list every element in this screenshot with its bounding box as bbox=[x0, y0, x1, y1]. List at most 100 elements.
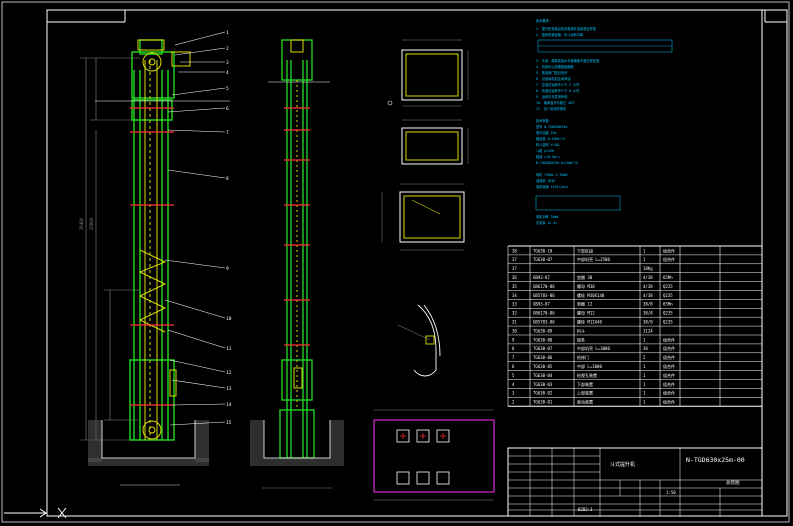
svg-text:9. 运转中无异常声响: 9. 运转中无异常声响 bbox=[536, 94, 567, 99]
bom-cell-note: Q235 bbox=[663, 293, 673, 298]
bom-cell-qty: 4/38 bbox=[643, 293, 653, 298]
svg-text:减速机 ZQ50: 减速机 ZQ50 bbox=[536, 178, 555, 183]
bom-cell-note: Q235 bbox=[663, 320, 673, 325]
svg-text:电机转速 1470r/min: 电机转速 1470r/min bbox=[536, 184, 568, 189]
bom-cell-note: Q235 bbox=[663, 311, 673, 316]
svg-text:7: 7 bbox=[226, 130, 229, 136]
bom-cell-no: 35 bbox=[512, 284, 517, 289]
svg-text:技术参数：: 技术参数： bbox=[536, 118, 552, 123]
bom-cell-name: 螺栓 M30X140 bbox=[577, 292, 605, 298]
bom-cell-name: 链条 bbox=[577, 336, 585, 342]
bom-cell-qty: 1 bbox=[643, 391, 646, 396]
svg-text:8: 8 bbox=[226, 176, 229, 182]
sheet-label: 总装图 bbox=[726, 479, 740, 486]
bom-cell-note: Q235 bbox=[663, 284, 673, 289]
bom-cell-note: 组合件 bbox=[663, 345, 675, 351]
bom-cell-code: TG630-02 bbox=[533, 391, 553, 396]
bom-cell-code: GB6170-86 bbox=[533, 311, 555, 316]
bom-cell-name: 中部机壳 L=2500 bbox=[577, 256, 610, 262]
bom-cell-no: 3 bbox=[512, 391, 515, 396]
svg-text:9: 9 bbox=[226, 266, 229, 272]
bom-cell-no: 5 bbox=[512, 373, 515, 378]
svg-text:8. 负载试运转不少于 8 小时: 8. 负载试运转不少于 8 小时 bbox=[536, 88, 580, 93]
title-block: 斗式提升机 N-TGD630x25m-00 总装图 1:50 B2B2:3 bbox=[507, 447, 763, 517]
bom-cell-no: 9 bbox=[512, 337, 515, 342]
bom-cell-name: 螺母 M30 bbox=[577, 283, 595, 289]
bom-cell-note: 组合件 bbox=[663, 390, 675, 396]
svg-text:14: 14 bbox=[226, 402, 232, 408]
bom-cell-qty: 1 bbox=[643, 248, 646, 253]
bom-cell-qty: 1 bbox=[643, 382, 646, 387]
svg-text:1. 提升机安装后检查各部件连接是否牢固: 1. 提升机安装后检查各部件连接是否牢固 bbox=[536, 26, 596, 31]
side-elevation-view bbox=[250, 39, 344, 489]
svg-text:提升高度 25m: 提升高度 25m bbox=[536, 130, 557, 135]
bom-cell-name: 驱动装置 bbox=[577, 399, 593, 405]
bom-cell-note: 组合件 bbox=[663, 247, 675, 253]
bom-cell-note: 65Mn bbox=[663, 302, 673, 307]
section-detail-3 bbox=[381, 183, 465, 251]
svg-text:4: 4 bbox=[226, 70, 229, 76]
bom-cell-qty: 38/8 bbox=[643, 311, 653, 316]
bom-cell-qty: 4/38 bbox=[643, 275, 653, 280]
bom-cell-name: 垫圈 12 bbox=[577, 301, 593, 307]
bom-cell-no: 38 bbox=[512, 248, 517, 253]
svg-text:26400: 26400 bbox=[79, 217, 84, 230]
svg-text:4. 机壳中心线垂直度偏差: 4. 机壳中心线垂直度偏差 bbox=[536, 64, 574, 69]
svg-text:2. 链条张紧适度，料斗运转平稳: 2. 链条张紧适度，料斗运转平稳 bbox=[536, 32, 584, 37]
bom-cell-code: TG630-08 bbox=[533, 337, 553, 342]
bom-cell-code: GB93-87 bbox=[533, 302, 550, 307]
bom-cell-no: 30 bbox=[512, 328, 517, 333]
bom-cell-name: 下部装置 bbox=[577, 381, 593, 387]
bom-cell-no: 34 bbox=[512, 293, 517, 298]
svg-text:链速 v=0.5m/s: 链速 v=0.5m/s bbox=[536, 154, 560, 159]
bom-cell-no: 36 bbox=[512, 275, 517, 280]
bom-cell-name: 上部装置 bbox=[577, 390, 593, 396]
bom-cell-note: 65Mn bbox=[663, 275, 673, 280]
svg-text:2: 2 bbox=[226, 46, 229, 52]
bom-cell-qty: 30 bbox=[643, 346, 648, 351]
bom-cell-no: 33 bbox=[512, 302, 517, 307]
bom-cell-qty: 1 bbox=[643, 337, 646, 342]
bom-cell-qty: 1 bbox=[643, 400, 646, 405]
svg-text:技术要求：: 技术要求： bbox=[536, 18, 552, 23]
bom-cell-name: 中部 L=1000 bbox=[577, 363, 602, 369]
technical-notes: 技术要求： 1. 提升机安装后检查各部件连接是否牢固 2. 链条张紧适度，料斗运… bbox=[535, 18, 673, 225]
svg-text:5. 各检修门密封良好: 5. 各检修门密封良好 bbox=[536, 70, 568, 75]
bom-cell-qty: 1 bbox=[643, 257, 646, 262]
bom-cell-qty: 1 bbox=[643, 364, 646, 369]
bom-cell-code: GB5783-86 bbox=[533, 293, 555, 298]
bom-cell-no: 37 bbox=[512, 257, 517, 262]
svg-text:斗距 p=250: 斗距 p=250 bbox=[536, 149, 554, 153]
drawing-scale: 1:50 bbox=[666, 490, 676, 495]
bom-cell-qty: 38/8 bbox=[643, 302, 653, 307]
bucket-detail bbox=[397, 304, 441, 377]
bom-cell-qty: 3124 bbox=[643, 328, 653, 333]
svg-text:10. 轴承温升不超过 40℃: 10. 轴承温升不超过 40℃ bbox=[536, 100, 576, 105]
bom-cell-qty: 4/38 bbox=[643, 284, 653, 289]
bom-cell-name: 螺母 M12 bbox=[577, 310, 595, 316]
bom-cell-note: 组合件 bbox=[663, 354, 675, 360]
bom-cell-code: GB93-87 bbox=[533, 275, 550, 280]
svg-text:1: 1 bbox=[226, 30, 229, 36]
bom-cell-code: GB6170-86 bbox=[533, 284, 555, 289]
bom-cell-no: 6 bbox=[512, 364, 515, 369]
svg-text:6: 6 bbox=[226, 106, 229, 112]
svg-text:13: 13 bbox=[226, 386, 232, 392]
bom-cell-code: TG630-04 bbox=[533, 373, 553, 378]
section-detail-1 bbox=[387, 39, 469, 107]
bom-cell-no: 2 bbox=[512, 400, 515, 405]
svg-text:总重量 12.5t: 总重量 12.5t bbox=[536, 220, 557, 225]
bom-cell-note: 组合件 bbox=[663, 399, 675, 405]
bom-cell-qty: 38/8 bbox=[643, 320, 653, 325]
bom-cell-name: 垫圈 30 bbox=[577, 274, 593, 280]
bom-cell-code: TG630-09 bbox=[533, 328, 553, 333]
bom-cell-note: 组合件 bbox=[663, 256, 675, 262]
bom-cell-note: 组合件 bbox=[663, 372, 675, 378]
bom-cell-no: 31 bbox=[512, 320, 517, 325]
bom-cell-name: 料斗 bbox=[577, 327, 585, 333]
svg-text:12: 12 bbox=[226, 370, 232, 376]
drawing-number: N-TGD630x25m-00 bbox=[686, 456, 745, 464]
